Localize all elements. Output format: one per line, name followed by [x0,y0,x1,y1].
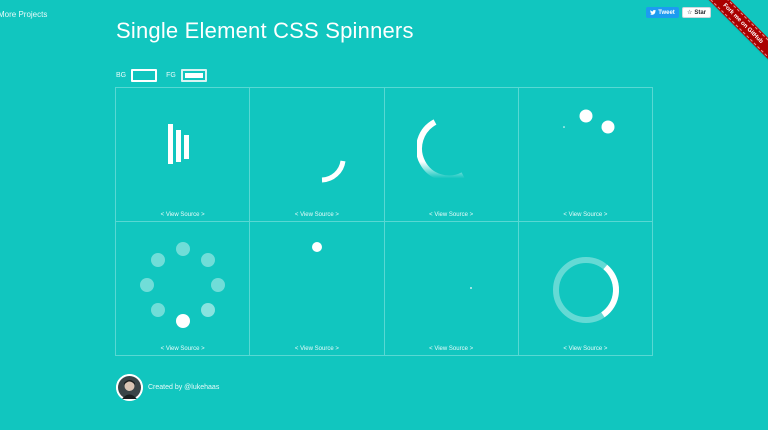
spinner-cell: < View Source > [250,88,385,222]
spinner-arc [416,119,464,182]
github-star-button[interactable]: ☆ Star [682,7,711,18]
spinner-dot [469,287,472,289]
spinner-cell: < View Source > [518,222,653,356]
view-source-link[interactable]: < View Source > [429,346,474,352]
fading-arc-spinner [416,119,464,182]
view-source-link[interactable]: < View Source > [294,346,339,352]
bg-color-swatch[interactable] [131,68,158,82]
spinner-cell: < View Source > [384,222,519,356]
author-credit[interactable]: Created by @lukehaas [148,384,220,391]
author-avatar[interactable] [116,374,143,401]
view-source-link[interactable]: < View Source > [563,212,608,218]
view-source-link[interactable]: < View Source > [294,212,339,218]
fork-ribbon[interactable]: Fork me on GitHub [698,0,768,70]
spinner-dot [176,314,190,328]
view-source-link[interactable]: < View Source > [429,212,474,218]
spinner-dot [312,242,323,252]
spinner-dot [151,253,165,267]
view-source-link[interactable]: < View Source > [160,346,205,352]
tweet-button[interactable]: Tweet [646,7,679,18]
spinner-cell: < View Source > [518,88,653,222]
tweet-label: Tweet [658,9,675,16]
bouncing-dot-spinner [312,242,323,252]
spinner-bar [184,135,189,159]
tiny-dot-spinner [469,287,472,289]
spinner-dot [601,120,615,134]
star-label: Star [694,9,707,16]
spinner-grid: < View Source > < View Source > < View S… [115,87,653,356]
fg-color-swatch[interactable] [180,68,207,82]
more-projects-link[interactable]: More Projects [0,10,48,19]
spinner-dot [201,253,215,267]
fg-label: FG [166,71,176,79]
dot-circle-spinner [140,242,225,328]
spinner-dot [151,303,165,317]
color-pickers: BG FG [116,68,216,82]
ring-spinner [552,257,619,323]
spinner-cell: < View Source > [116,222,251,356]
spinner-cell: < View Source > [250,222,385,356]
fork-ribbon-label[interactable]: Fork me on GitHub [699,0,768,67]
page-title: Single Element CSS Spinners [116,18,414,43]
spinner-dot [140,278,154,292]
bg-label: BG [116,71,127,79]
footer: Created by @lukehaas [116,374,219,401]
spinner-ring-arc [600,264,619,318]
twitter-bird-icon [650,10,657,15]
star-icon: ☆ [686,10,693,16]
orbit-dots-spinner [562,109,615,134]
spinner-dot [176,242,190,256]
spinner-dot [201,303,215,317]
author-portrait-icon [116,374,143,401]
arc-spinner [321,160,346,183]
spinner-arc [321,160,346,183]
spinner-bar [168,124,173,164]
view-source-link[interactable]: < View Source > [160,212,205,218]
spinner-dot [579,109,593,123]
view-source-link[interactable]: < View Source > [563,346,608,352]
spinner-cell: < View Source > [384,88,519,222]
spinner-bar [176,130,181,162]
spinner-dot [562,126,565,128]
spinner-cell: < View Source > [116,88,251,222]
spinner-dot [211,278,225,292]
bars-spinner [168,124,189,164]
